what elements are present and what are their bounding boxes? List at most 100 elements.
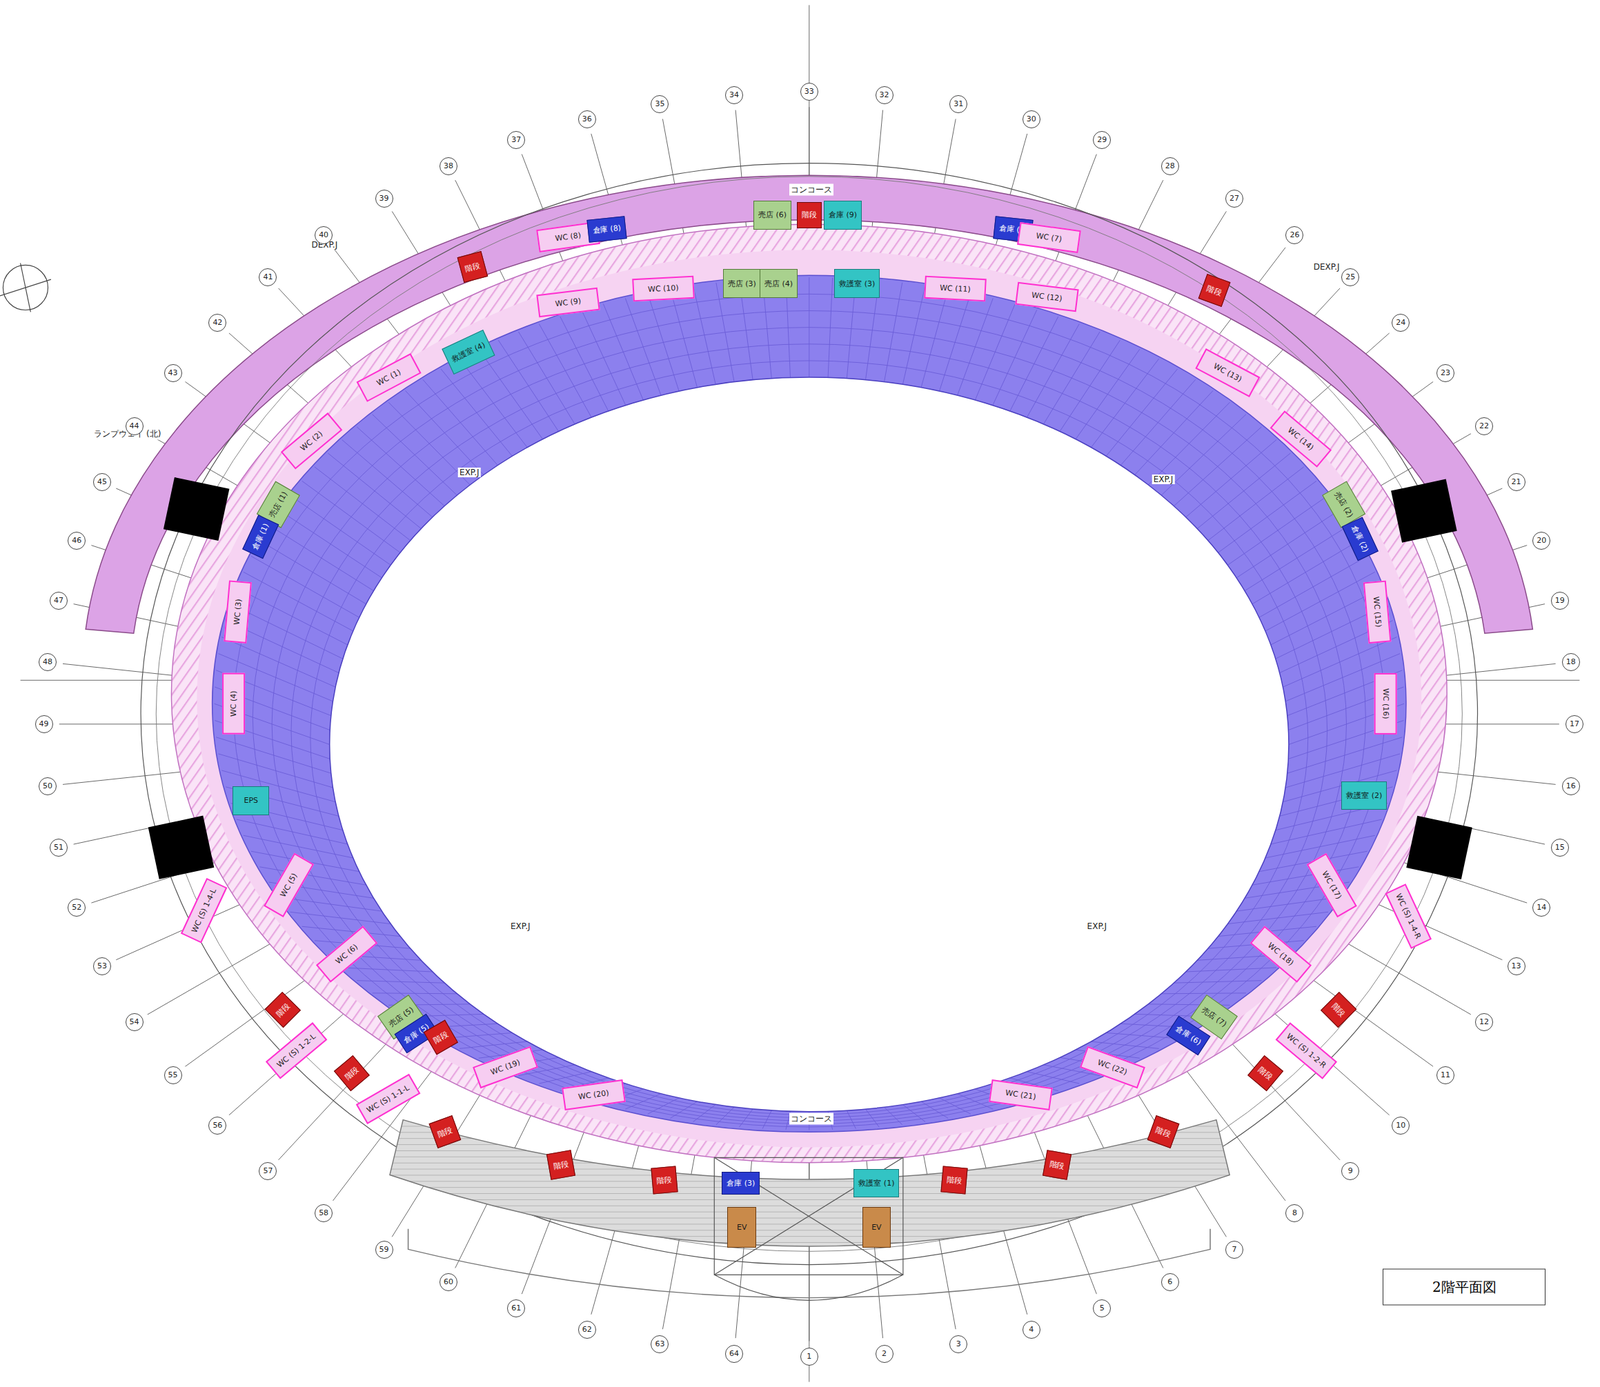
room-label: 階段 [463, 260, 481, 274]
stair-core: 階段 [1147, 1115, 1180, 1149]
room-label: 階段 [1154, 1126, 1172, 1140]
grid-number: 1 [800, 1348, 819, 1367]
room-label: WC (22) [1096, 1057, 1129, 1078]
room-label: WC (14) [1286, 425, 1316, 453]
grid-number: 54 [125, 1013, 144, 1032]
room-label: 売店 (6) [758, 210, 787, 220]
entrance [714, 1157, 904, 1301]
plan-note: EXP.J [1152, 474, 1175, 485]
grid-number: 33 [800, 82, 819, 101]
plan-note: EXP.J [1085, 921, 1109, 932]
compass [0, 262, 52, 312]
grid-number: 7 [1225, 1241, 1244, 1260]
grid-number: 27 [1225, 189, 1244, 208]
elevator-core: EV [862, 1207, 891, 1249]
grid-number: 62 [578, 1321, 597, 1340]
stair-core: 階段 [428, 1115, 461, 1149]
grid-number: 23 [1436, 364, 1455, 383]
toilet-room: WC (12) [1014, 282, 1079, 312]
grid-number: 46 [67, 531, 86, 550]
plan-note: EXP.J [458, 467, 481, 478]
room-label: 階段 [431, 1030, 450, 1046]
grid-number: 38 [439, 157, 458, 176]
grid-number: 34 [725, 86, 744, 105]
grid-number: 41 [258, 268, 277, 287]
toilet-room: WC (18) [1250, 925, 1312, 983]
drawing-title: 2階平面図 [1382, 1269, 1546, 1307]
toilet-room: WC (2) [280, 412, 343, 470]
grid-number: 20 [1532, 531, 1551, 550]
shop-room: 売店 (6) [753, 200, 792, 230]
room-label: 階段 [1205, 284, 1223, 299]
axis-lines [20, 4, 1580, 1382]
room-label: WC (7) [1035, 231, 1063, 244]
grid-number: 51 [49, 838, 68, 857]
field [329, 377, 1289, 1113]
grid-number: 14 [1532, 899, 1551, 917]
room-label: 階段 [801, 210, 817, 220]
grid-number: 24 [1391, 313, 1410, 332]
stair-core: 階段 [1320, 992, 1358, 1029]
grid-number: 12 [1475, 1013, 1494, 1032]
room-label: 売店 (1) [267, 490, 290, 520]
grid-number: 13 [1507, 957, 1526, 976]
room-label: 倉庫 (3) [726, 1179, 755, 1189]
storage-room: 倉庫 (8) [587, 216, 628, 243]
room-label: WC (2) [298, 429, 324, 453]
stair-core: 階段 [546, 1150, 576, 1181]
outer-line [140, 163, 1478, 1266]
grid-number: 60 [439, 1273, 458, 1292]
toilet-room: WC (10) [631, 275, 695, 302]
grid-number: 17 [1565, 715, 1584, 734]
room-label: WC (S) 1-4-R [1393, 892, 1423, 941]
room-label: WC (18) [1266, 940, 1296, 968]
toilet-room: WC (3) [224, 580, 252, 644]
room-label: 救護室 (3) [838, 279, 875, 289]
seat-rows [214, 277, 1405, 1131]
grid-number: 57 [258, 1162, 277, 1181]
room-label: 救護室 (2) [1346, 791, 1382, 801]
room-label: WC (8) [554, 230, 582, 243]
room-label: 売店 (3) [727, 279, 757, 289]
grid-number: 61 [507, 1299, 526, 1318]
stair-core: 階段 [940, 1166, 968, 1195]
room-label: 倉庫 (8) [592, 223, 622, 236]
toilet-room: WC (S) 1-1-L [355, 1074, 420, 1125]
grid-number: 30 [1022, 110, 1041, 129]
storage-room: 倉庫 (2) [1341, 516, 1379, 561]
room-label: WC (S) 1-1-L [364, 1083, 412, 1115]
toilet-room: WC (9) [536, 287, 601, 317]
plan-note: DEXP.J [1312, 262, 1342, 272]
grid-number: 9 [1341, 1162, 1360, 1181]
service-room: 救護室 (4) [441, 329, 495, 375]
grid-number: 39 [375, 189, 394, 208]
grid-number: 45 [93, 473, 112, 492]
stand-edge [408, 1229, 1211, 1299]
stair-core: 階段 [650, 1166, 678, 1195]
grid-number: 6 [1161, 1273, 1180, 1292]
room-label: 階段 [273, 1001, 292, 1020]
room-label: 売店 (2) [1332, 490, 1356, 520]
grid-number: 29 [1092, 131, 1111, 150]
stair-core: 階段 [1197, 273, 1231, 308]
room-label: 階段 [552, 1159, 570, 1172]
toilet-room: WC (21) [988, 1079, 1053, 1111]
grid-number: 22 [1475, 417, 1494, 436]
grid-number: 16 [1562, 777, 1580, 796]
structural-core [148, 477, 1473, 880]
concourse [171, 224, 1447, 1163]
grid-number: 44 [125, 417, 144, 436]
toilet-room: WC (22) [1079, 1046, 1146, 1089]
grid-number: 25 [1341, 268, 1360, 287]
toilet-room: WC (S) 1-2-L [264, 1022, 327, 1080]
room-label: 倉庫 (1) [249, 522, 270, 552]
grid-number: 3 [949, 1335, 968, 1354]
concourse-inner [196, 249, 1422, 1148]
toilet-room: WC (19) [472, 1046, 539, 1089]
service-room: 救護室 (2) [1341, 781, 1387, 811]
grid-number: 2 [875, 1345, 894, 1364]
grid-number: 47 [49, 591, 68, 610]
room-label: 階段 [343, 1065, 361, 1082]
room-label: EV [871, 1223, 882, 1233]
room-label: WC (3) [231, 598, 243, 626]
